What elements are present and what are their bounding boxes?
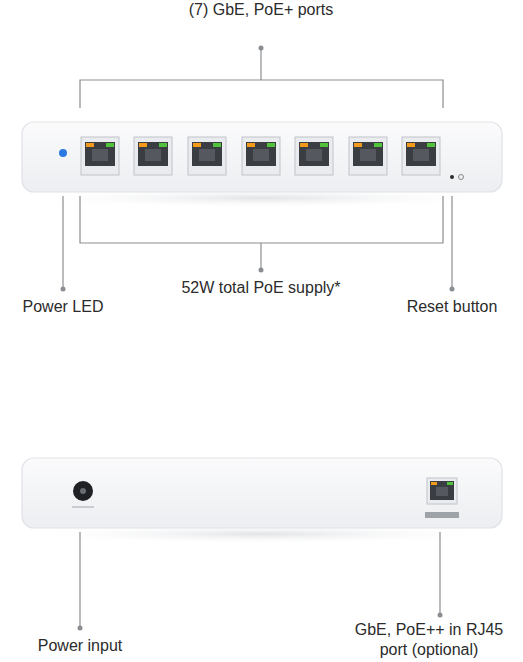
uplink-port-callout: GbE, PoE++ in RJ45 port (optional) (339, 620, 519, 660)
power-input-callout: Power input (20, 636, 140, 656)
ports-callout: (7) GbE, PoE+ ports (186, 0, 336, 20)
led-callout: Power LED (8, 297, 118, 317)
reset-callout: Reset button (392, 297, 512, 317)
poe-budget-callout: 52W total PoE supply* (171, 278, 351, 298)
